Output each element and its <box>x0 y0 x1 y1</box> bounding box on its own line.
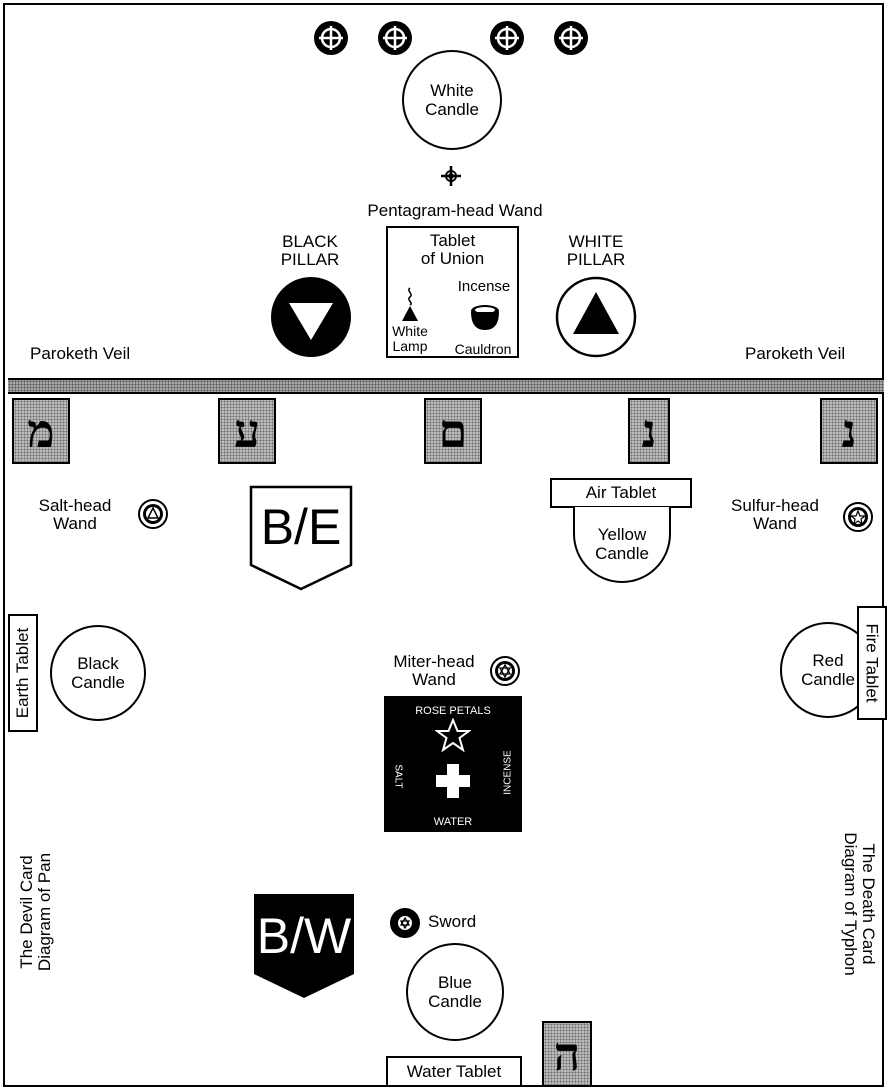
salt-wand-label: Salt-head Wand <box>38 496 112 533</box>
sword-icon <box>390 908 420 938</box>
bw-banner-label: B/W <box>256 908 352 964</box>
tablet-union-label: Tablet of Union <box>420 231 485 268</box>
black-candle: Black Candle <box>50 625 146 721</box>
circle-cross-icon <box>378 21 412 55</box>
hebrew-letter-tile: ה <box>542 1021 592 1087</box>
earth-tablet: Earth Tablet <box>8 614 38 732</box>
incense-label: Incense <box>457 278 511 295</box>
sulfur-wand-label: Sulfur-head Wand <box>731 496 819 533</box>
pentagram-wand-label: Pentagram-head Wand <box>367 201 543 220</box>
star-icon <box>435 718 471 752</box>
black-pillar-label: BLACK PILLAR <box>280 232 340 269</box>
fire-tablet: Fire Tablet <box>857 606 887 720</box>
cauldron-icon <box>471 305 499 330</box>
hebrew-letter-tile: נ <box>628 398 670 464</box>
miter-wand-label: Miter-head Wand <box>393 652 475 689</box>
white-pillar-icon <box>555 276 637 358</box>
circle-cross-icon <box>554 21 588 55</box>
veil-label-left: Paroketh Veil <box>30 344 131 363</box>
water-tablet: Water Tablet <box>386 1056 522 1087</box>
altar-right-label: INCENSE <box>502 749 514 795</box>
altar-left-label: SALT <box>392 763 404 789</box>
altar: ROSE PETALS SALT INCENSE WATER <box>384 696 522 832</box>
altar-bottom-label: WATER <box>433 816 473 828</box>
pentagram-wand-icon <box>440 165 462 187</box>
air-tablet: Air Tablet <box>550 478 692 508</box>
circle-cross-icon <box>490 21 524 55</box>
salt-wand-icon <box>138 499 168 529</box>
blue-candle: Blue Candle <box>406 943 504 1041</box>
devil-card-label: The Devil Card Diagram of Pan <box>17 852 54 972</box>
be-banner-label: B/E <box>260 499 342 555</box>
altar-top-label: ROSE PETALS <box>415 705 491 717</box>
cauldron-label: Cauldron <box>454 341 512 357</box>
sulfur-wand-icon <box>843 502 873 532</box>
black-pillar-icon <box>270 276 352 358</box>
bw-banner: B/W <box>254 894 354 998</box>
circle-cross-icon <box>314 21 348 55</box>
yellow-candle: Yellow Candle <box>573 507 671 583</box>
white-pillar-label: WHITE PILLAR <box>566 232 626 269</box>
hebrew-letter-tile: מ <box>12 398 70 464</box>
miter-wand-icon <box>490 656 520 686</box>
white-candle: White Candle <box>402 50 502 150</box>
paroketh-veil <box>8 378 884 394</box>
hebrew-letter-tile: ם <box>424 398 482 464</box>
veil-label-right: Paroketh Veil <box>745 344 846 363</box>
cross-icon <box>436 764 470 798</box>
tablet-of-union-box: Tablet of Union Incense White Lamp Cauld… <box>386 226 519 358</box>
hebrew-letter-tile: ע <box>218 398 276 464</box>
be-banner: B/E <box>249 485 353 591</box>
hebrew-letter-tile: נ <box>820 398 878 464</box>
white-lamp-label: White Lamp <box>392 323 428 354</box>
sword-label: Sword <box>428 912 477 931</box>
white-lamp-icon <box>402 287 418 321</box>
death-card-label: The Death Card Diagram of Typhon <box>841 832 878 976</box>
